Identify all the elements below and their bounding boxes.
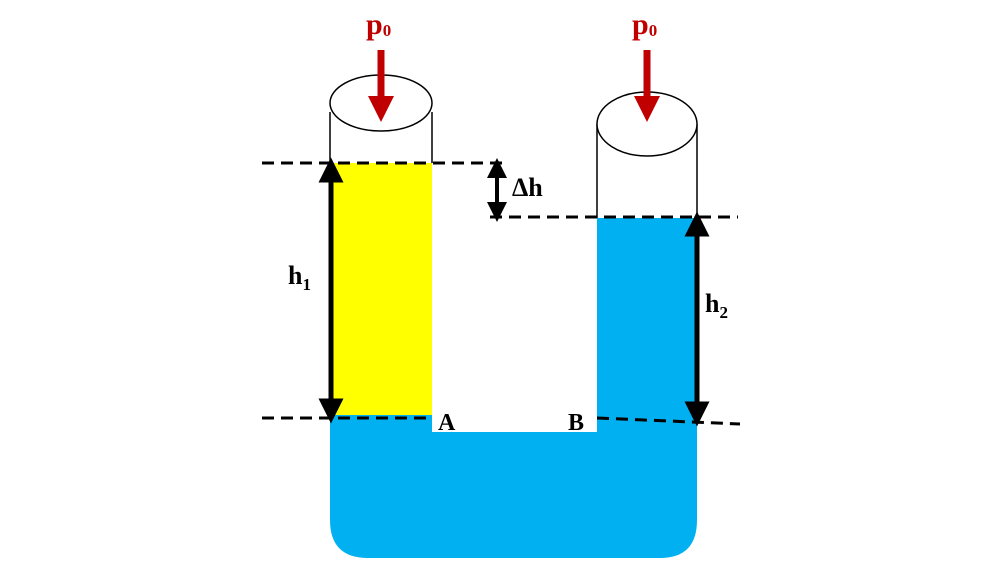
h2-label: h2 [705, 289, 728, 322]
pressure-label-left: p0 [366, 8, 391, 41]
level-line-bottom-right [596, 416, 741, 426]
point-a-label: A [438, 410, 456, 436]
delta-h-label: Δh [512, 173, 543, 202]
pressure-arrow-left [368, 50, 394, 122]
right-tube [596, 91, 698, 218]
h1-label: h1 [288, 261, 311, 294]
liquid-1-column [331, 163, 432, 415]
pressure-arrow-right [634, 50, 660, 122]
point-b-label: B [568, 410, 584, 436]
liquid-2-region [330, 218, 697, 558]
pressure-label-right: p0 [632, 8, 657, 41]
